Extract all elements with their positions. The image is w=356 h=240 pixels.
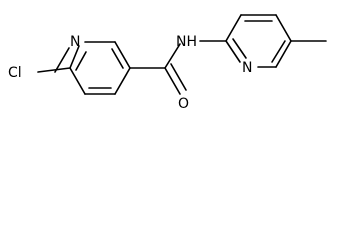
bond-carbonyl-n	[164, 43, 181, 69]
bond-r-c2-c3	[225, 14, 242, 42]
bond-c5-c6	[69, 67, 86, 95]
bond-r-n-c2-double	[232, 38, 247, 59]
chloropyridine-ring	[54, 41, 131, 95]
pyridine-n-label-left: N	[70, 34, 80, 50]
bond-carbonyl-o	[164, 67, 181, 95]
molecule-structure: Cl N O NH N	[8, 14, 327, 112]
bond-r-n-c2	[225, 40, 241, 63]
bond-c-cl	[37, 67, 71, 73]
carbonyl-oxygen-label: O	[178, 96, 189, 112]
bond-c6-n1	[54, 47, 70, 73]
bond-c2-c3-double	[111, 48, 124, 69]
chlorine-label: Cl	[8, 65, 22, 81]
bond-r-c5-c6	[275, 40, 292, 68]
amide-nh-label: NH	[176, 34, 197, 50]
bond-n1-c6	[69, 45, 80, 69]
bond-c3-c4	[114, 67, 131, 95]
methylpyridine-ring	[225, 14, 292, 68]
bond-carbonyl-o-double	[170, 63, 187, 91]
pyridine-n-label-right: N	[242, 60, 252, 76]
bond-r-c5-c6-double	[271, 40, 286, 63]
bond-c6-n1-double	[75, 51, 87, 71]
bond-r-c4-c5	[275, 14, 292, 42]
bond-c2-c3	[114, 41, 131, 69]
amide-group	[129, 40, 227, 95]
